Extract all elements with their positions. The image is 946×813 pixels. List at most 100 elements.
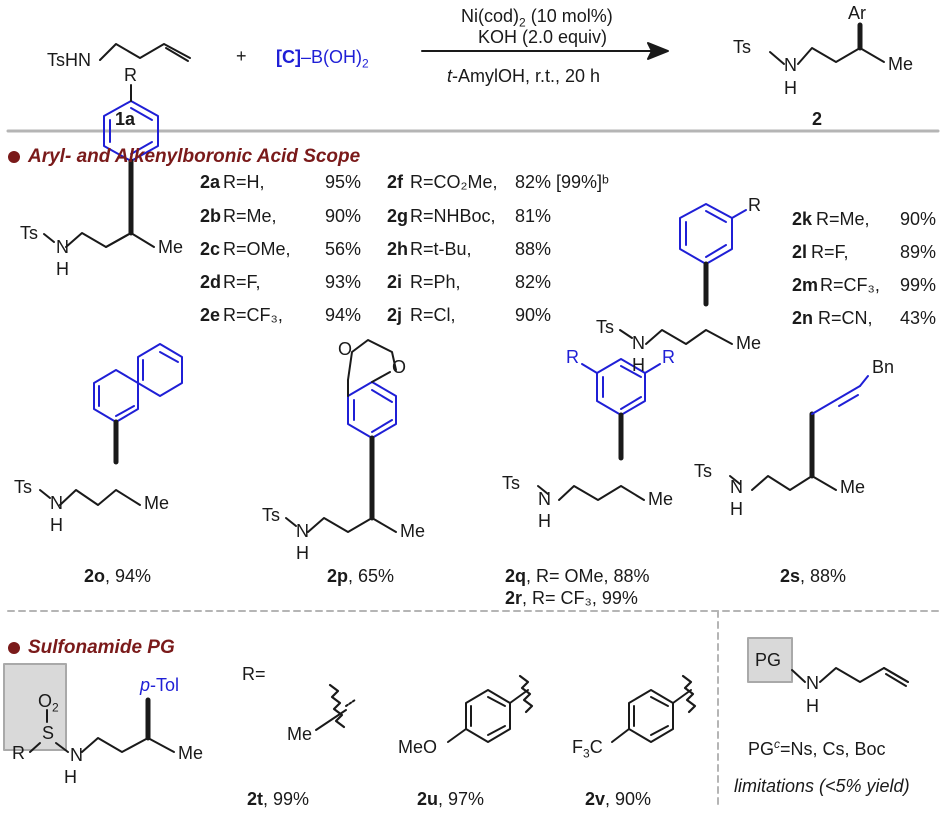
list-a-id-1: 2b	[200, 206, 222, 226]
section1-title: Aryl- and Alkenylboronic Acid Scope	[28, 146, 361, 167]
label-2o-id: 2o	[84, 566, 106, 586]
list-c-sub-3: R=CN,	[818, 308, 873, 328]
list-c-yield-0: 90%	[900, 209, 937, 229]
sulf-s: S	[42, 723, 55, 743]
sulf-o-sub: 2	[52, 700, 59, 715]
list-a-id-3: 2d	[200, 272, 222, 292]
condition-solvent-rest: -AmylOH, r.t., 20 h	[452, 66, 601, 86]
limit-pg-a: PG	[748, 739, 775, 759]
label-2r-id: 2r	[505, 588, 523, 608]
list-a-sub-4: R=CF₃,	[223, 305, 283, 325]
2v-fragment	[611, 674, 697, 743]
list-b-id-4: 2j	[387, 305, 403, 325]
sulf-h: H	[64, 767, 77, 787]
label-2q-y: , R= OMe, 88%	[526, 566, 650, 586]
2t-me: Me	[287, 724, 313, 744]
list-c-sub-1: R=F,	[811, 242, 849, 262]
reactant-1a-id: 1a	[115, 109, 136, 129]
sulf-n: N	[70, 745, 83, 765]
boronic-fragment: [C]	[276, 47, 301, 67]
boronic-sub: 2	[362, 56, 369, 71]
label-2t: 2t, 99%	[247, 790, 309, 808]
para-aryl-structure	[43, 84, 159, 248]
meta-ts: Ts	[596, 317, 614, 337]
condition-catalyst-b: (10 mol%)	[525, 6, 613, 26]
2p-h: H	[296, 543, 309, 563]
2q-chain	[537, 412, 645, 501]
condition-catalyst-sub: 2	[519, 15, 526, 30]
list-b-yield-4: 90%	[515, 305, 552, 325]
2u-meo: MeO	[398, 737, 438, 757]
product-2-bonds	[769, 22, 885, 65]
list-b-sub-1: R=NHBoc,	[410, 206, 496, 226]
sulfonamide-bonds	[29, 697, 175, 753]
2t-fragment	[315, 683, 356, 731]
label-2r: 2r, R= CF₃, 99%	[505, 589, 638, 607]
2v-c: C	[589, 737, 603, 757]
label-2u: 2u, 97%	[417, 790, 484, 808]
section2-title: Sulfonamide PG	[28, 637, 175, 658]
list-b-id-1: 2g	[387, 206, 409, 226]
condition-solvent-t: t	[447, 66, 453, 86]
para-r: R	[124, 65, 137, 85]
2q-r-right: R	[662, 347, 675, 367]
list-c-sub-0: R=Me,	[816, 209, 870, 229]
2p-me: Me	[400, 521, 426, 541]
list-b-yield-0: 82% [99%]ᵇ	[515, 172, 609, 192]
2v-f3c: F3C	[572, 738, 603, 760]
limit-note: limitations (<5% yield)	[734, 776, 910, 796]
list-a-id-2: 2c	[200, 239, 221, 259]
label-2q-id: 2q	[505, 566, 527, 586]
reactant-1a-bonds	[99, 43, 191, 62]
2q-n: N	[538, 489, 551, 509]
sulf-o: O	[38, 691, 53, 711]
label-2v-y: , 90%	[605, 789, 652, 809]
list-a-id-4: 2e	[200, 305, 221, 325]
label-2r-y: , R= CF₃, 99%	[522, 588, 638, 608]
list-b-yield-1: 81%	[515, 206, 552, 226]
product-me: Me	[888, 54, 914, 74]
2p-ts: Ts	[262, 505, 280, 525]
list-a-sub-0: R=H,	[223, 172, 265, 192]
list-b-sub-4: R=Cl,	[410, 305, 456, 325]
list-b-sub-0: R=CO₂Me,	[410, 172, 498, 192]
meta-r: R	[748, 195, 761, 215]
list-a-yield-3: 93%	[325, 272, 362, 292]
list-c-id-2: 2m	[792, 275, 819, 295]
list-a-yield-0: 95%	[325, 172, 362, 192]
plus-sign: +	[236, 46, 247, 66]
2o-chain	[39, 419, 141, 506]
label-2p: 2p, 65%	[327, 567, 394, 585]
meta-aryl-structure	[619, 203, 747, 345]
limit-pg: PG	[755, 650, 782, 670]
2p-o2: O	[392, 357, 407, 377]
list-b-sub-2: R=t-Bu,	[410, 239, 472, 259]
label-2o-y: , 94%	[105, 566, 152, 586]
meta-me: Me	[736, 333, 762, 353]
sulf-ptol-rest: -Tol	[150, 675, 180, 695]
2v-f: F	[572, 737, 583, 757]
list-b-id-0: 2f	[387, 172, 404, 192]
limit-pg-sup: c	[774, 737, 781, 751]
para-h: H	[56, 259, 69, 279]
para-me: Me	[158, 237, 184, 257]
product-ts: Ts	[733, 37, 751, 57]
label-2q: 2q, R= OMe, 88%	[505, 567, 650, 585]
2v-3: 3	[583, 746, 590, 761]
label-2s-y: , 88%	[800, 566, 847, 586]
condition-base: KOH (2.0 equiv)	[478, 27, 608, 47]
limit-pg-b: =Ns, Cs, Boc	[780, 739, 886, 759]
2s-ts: Ts	[694, 461, 712, 481]
sulf-r: R	[12, 743, 25, 763]
list-b-yield-2: 88%	[515, 239, 552, 259]
2p-chain	[285, 435, 397, 533]
boronic-acid: [C]–B(OH)2	[276, 48, 369, 70]
limitation-bonds	[791, 667, 909, 687]
label-2p-id: 2p	[327, 566, 349, 586]
benzodioxole-structure	[347, 381, 397, 439]
product-n: N	[784, 55, 797, 75]
2p-o1: O	[338, 339, 353, 359]
2o-h: H	[50, 515, 63, 535]
condition-solvent: t-AmylOH, r.t., 20 h	[447, 67, 600, 85]
